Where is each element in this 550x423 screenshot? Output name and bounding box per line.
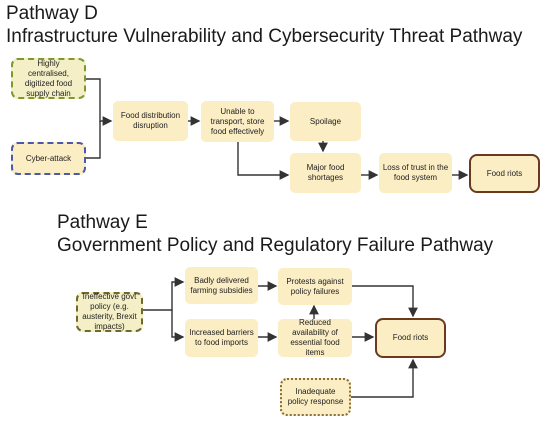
node-loss-of-trust: Loss of trust in the food system [379,153,452,193]
arrow-inadequate-to-riots [351,358,418,398]
pathway-d-subtitle: Infrastructure Vulnerability and Cyberse… [6,26,523,47]
node-unable-to-transport: Unable to transport, store food effectiv… [201,101,274,142]
node-food-riots-d: Food riots [469,154,540,193]
node-reduced-availability: Reduced availability of essential food i… [278,318,352,357]
arrow-cyber-to-distribution [86,121,101,159]
node-food-riots-e: Food riots [375,318,446,358]
node-cyber-attack: Cyber-attack [11,142,86,175]
arrow-unable-to-shortages [237,142,290,180]
arrow-policy-to-barriers [171,310,185,342]
pathway-e-title: Pathway E [57,212,148,233]
pathway-e-subtitle: Government Policy and Regulatory Failure… [57,235,494,256]
node-increased-barriers: Increased barriers to food imports [185,319,258,357]
pathway-d-title: Pathway D [6,3,98,24]
node-inadequate-policy-response: Inadequate policy response [280,378,351,416]
arrow-centralised-to-distribution [86,78,113,126]
arrow-protests-to-riots [352,285,418,318]
node-major-food-shortages: Major food shortages [290,153,361,193]
node-food-distribution-disruption: Food distribution disruption [113,101,188,141]
node-spoilage: Spoilage [290,102,361,141]
arrow-policy-to-subsidies [143,277,185,311]
node-centralised-supply-chain: Highly centralised, digitized food suppl… [11,58,86,99]
node-protests-against-policy: Protests against policy failures [278,268,352,305]
node-ineffective-govt-policy: Ineffective govt policy (e.g. austerity,… [76,292,143,332]
node-badly-delivered-subsidies: Badly delivered farming subsidies [185,267,258,304]
